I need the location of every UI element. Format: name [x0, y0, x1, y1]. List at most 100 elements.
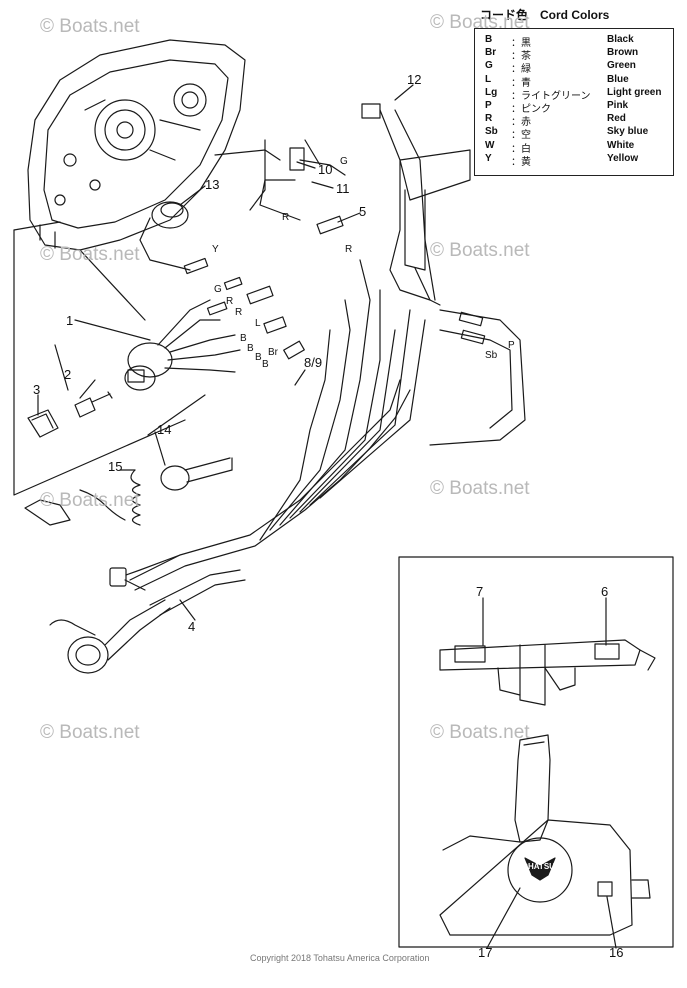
legend-separator: ：	[511, 104, 521, 115]
legend-separator: ：	[511, 117, 521, 129]
watermark: © Boats.net	[430, 12, 530, 33]
callout-5: 5	[359, 204, 367, 219]
frame-line-left	[13, 229, 186, 496]
callout-12: 12	[407, 72, 422, 87]
legend-english-name: Light green	[607, 86, 662, 98]
watermark: © Boats.net	[430, 722, 530, 743]
legend-row: L ：青 Blue	[475, 73, 673, 89]
buzzer	[151, 201, 189, 229]
wire-label-g: G	[214, 284, 222, 295]
callout-1: 1	[66, 313, 74, 328]
callout-16: 16	[609, 945, 624, 960]
legend-code: Sb	[485, 126, 498, 138]
legend-english-name: Green	[607, 60, 636, 72]
legend-code: Y	[485, 152, 492, 164]
legend-separator: ：	[511, 38, 521, 49]
wire-label-r: R	[226, 296, 234, 307]
legend-row: W ：白 White	[475, 139, 673, 155]
legend-english-name: Sky blue	[607, 126, 649, 138]
legend-code: L	[485, 73, 492, 85]
wire-label-p: P	[508, 340, 515, 351]
legend-row: P ：ピンク Pink	[475, 100, 673, 115]
main-switch	[124, 299, 241, 391]
legend-japanese-name: 茶	[521, 51, 531, 63]
legend-japanese-name: 黒	[521, 38, 531, 49]
callout-11: 11	[336, 181, 350, 196]
wire-label-b: B	[247, 343, 254, 354]
legend-title: コード色 Cord Colors	[480, 8, 610, 22]
legend-code: Lg	[485, 86, 498, 98]
brand-logo-text: TOHATSU	[517, 862, 555, 871]
lever-top-view	[439, 639, 656, 706]
legend-separator: ：	[511, 90, 521, 102]
callout-17: 17	[478, 945, 493, 960]
legend-code: W	[485, 139, 495, 151]
callout-7: 7	[476, 584, 484, 599]
legend-separator: ：	[511, 77, 521, 89]
legend-code: R	[485, 113, 493, 125]
legend-code: Br	[485, 47, 497, 59]
connector-cluster	[183, 103, 486, 360]
lanyard-coil	[24, 469, 141, 526]
legend-row: Lg ：ライトグリーン Light green	[475, 86, 673, 102]
callout-4: 4	[188, 619, 196, 634]
callout-2: 2	[64, 367, 72, 382]
wire-label-b: B	[262, 359, 269, 370]
legend-english-name: Red	[607, 113, 626, 125]
wire-label-sb: Sb	[485, 350, 498, 361]
wire-label-y: Y	[212, 244, 219, 255]
watermark: © Boats.net	[40, 16, 140, 37]
legend-japanese-name: 緑	[521, 64, 531, 76]
wire-label-r: R	[345, 244, 353, 255]
wire-label-g: G	[340, 156, 348, 167]
stop-switch	[160, 457, 233, 491]
key-cap	[27, 409, 59, 438]
legend-separator: ：	[511, 130, 521, 142]
callout-14: 14	[157, 422, 172, 437]
legend-japanese-name: 青	[521, 77, 531, 89]
legend-separator: ：	[511, 64, 521, 76]
wire-label-r: R	[235, 307, 243, 318]
key	[74, 391, 113, 418]
callout-15: 15	[108, 459, 123, 474]
watermark: © Boats.net	[40, 490, 140, 511]
callout-6: 6	[601, 584, 609, 599]
legend-english-name: Yellow	[607, 152, 639, 164]
legend-english-name: Brown	[607, 47, 639, 59]
legend-separator: ：	[511, 51, 521, 63]
wire-label-b: B	[240, 333, 247, 344]
legend-english-name: Black	[607, 34, 634, 45]
callout-10: 10	[318, 162, 333, 177]
harness-trunk	[129, 259, 426, 591]
wire-label-br: Br	[268, 347, 278, 358]
legend-separator: ：	[511, 156, 521, 168]
watermark: © Boats.net	[430, 240, 530, 261]
inset-frame	[398, 556, 674, 948]
legend-row: Y ：黄 Yellow	[475, 152, 673, 168]
watermark: © Boats.net	[430, 478, 530, 499]
legend-row: Br ：茶 Brown	[475, 47, 673, 63]
callout-13: 13	[205, 177, 220, 192]
legend-japanese-name: 白	[521, 143, 531, 155]
legend-separator: ：	[511, 143, 521, 155]
control-box-housing	[27, 39, 246, 251]
legend-japanese-name: ライトグリーン	[521, 90, 591, 102]
copyright-notice: Copyright 2018 Tohatsu America Corporati…	[250, 953, 430, 963]
legend-english-name: White	[607, 139, 635, 151]
legend-row: R ：赤 Red	[475, 113, 673, 129]
legend-english-name: Pink	[607, 100, 629, 111]
callout-3: 3	[33, 382, 41, 397]
bottom-connectors	[49, 554, 246, 674]
legend-japanese-name: ピンク	[521, 104, 551, 115]
legend-code: P	[485, 100, 492, 111]
legend-english-name: Blue	[607, 73, 629, 85]
legend-japanese-name: 黄	[521, 156, 531, 168]
wire-label-b: B	[255, 352, 262, 363]
lever-side-view	[439, 734, 651, 936]
legend-japanese-name: 赤	[521, 117, 531, 129]
legend-japanese-name: 空	[521, 130, 531, 142]
